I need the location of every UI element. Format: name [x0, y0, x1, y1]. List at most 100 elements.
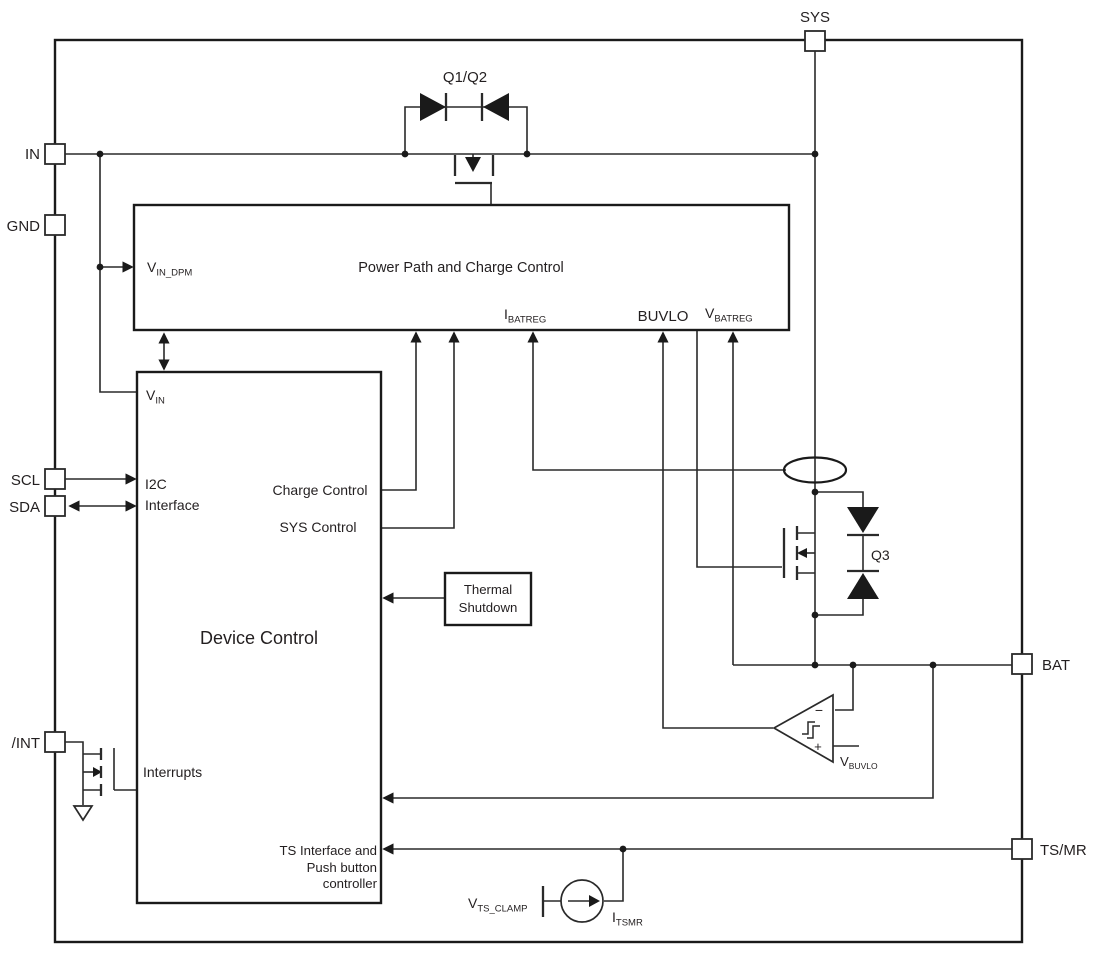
device-control-title: Device Control [200, 628, 318, 648]
comparator-hysteresis-icon [802, 721, 815, 735]
q3-diode-bottom-icon [847, 573, 879, 599]
wire-buvlo-comparator-output [657, 331, 773, 729]
thermal-shutdown-box [443, 571, 533, 627]
q3-body-arrow [797, 548, 807, 558]
junction-dot [849, 661, 857, 669]
pin-square-in [44, 143, 66, 165]
block-power-path: Power Path and Charge Control VIN_DPM IB… [132, 203, 791, 332]
block-device-control: Device Control VIN I2C Interface Charge … [135, 370, 383, 905]
wire-ibatreg-sense [527, 331, 786, 471]
junction-dot [811, 150, 819, 158]
pin-ts-mr: TS/MR [1011, 838, 1087, 860]
wire-sys-control [381, 331, 460, 529]
q2-diode-icon [483, 93, 509, 121]
junction-dot [523, 150, 531, 158]
comparator-minus-label: − [815, 702, 823, 718]
vbatreg-label: VBATREG [705, 305, 753, 325]
q1q2-label: Q1/Q2 [443, 69, 487, 86]
q1-diode-icon [420, 93, 446, 121]
vin-dpm-main: V [147, 259, 157, 275]
q3-mosfet-icon [782, 526, 815, 580]
wire-q1q2-loop [404, 106, 528, 154]
charge-control-label: Charge Control [273, 482, 368, 498]
junction-dot [96, 150, 104, 158]
int-body-arrow [93, 767, 102, 777]
q1q2-diode-pair [420, 93, 509, 121]
current-sense-loop-icon [782, 456, 848, 484]
int-mosfet-icon [72, 748, 136, 822]
vts-clamp-main: V [468, 895, 478, 911]
i2c-label-line1: I2C [145, 476, 167, 492]
comparator-hysteresis-icon2 [807, 725, 820, 739]
q3-label: Q3 [871, 547, 890, 563]
i2c-label-line2: Interface [145, 497, 200, 513]
vbuvlo-main: V [840, 754, 849, 769]
pin-label-sys: SYS [800, 9, 830, 26]
junction-dot [811, 488, 819, 496]
wire-current-source-branch [604, 849, 624, 902]
junction-dots [96, 150, 937, 853]
junction-dot [96, 263, 104, 271]
vin-main: V [146, 387, 156, 403]
q3-diode-pair [847, 507, 879, 599]
pin-square-scl [44, 468, 66, 490]
wire-q3-diode-bottom [815, 599, 864, 616]
pin-sda: SDA [9, 495, 66, 517]
interrupts-label: Interrupts [143, 764, 202, 780]
junction-dot [811, 661, 819, 669]
device-control-box [135, 370, 383, 905]
wire-vin-branch [99, 154, 136, 393]
ibatreg-label: IBATREG [504, 306, 546, 326]
wire-bat-status-feedback [382, 665, 934, 804]
thermal-shutdown-line2: Shutdown [459, 600, 518, 615]
wire-charge-control [381, 331, 422, 491]
pin-square-ts-mr [1011, 838, 1033, 860]
q3-diode-top-icon [847, 507, 879, 533]
vin-sub: IN [155, 396, 165, 407]
vin-label: VIN [146, 387, 165, 407]
pin-in: IN [25, 143, 66, 165]
vin-dpm-label: VIN_DPM [147, 259, 192, 279]
pin-square-gnd [44, 214, 66, 236]
wire-q3-gate [696, 330, 782, 568]
comparator-plus-label: + [814, 739, 822, 754]
current-source-arrow-icon [589, 895, 600, 907]
power-path-title: Power Path and Charge Control [358, 260, 564, 276]
ts-interface-label-line3: controller [323, 876, 378, 891]
pin-bat: BAT [1011, 653, 1070, 675]
ibatreg-main: I [504, 306, 508, 322]
thermal-shutdown-line1: Thermal [464, 582, 512, 597]
pin-label-sda: SDA [9, 499, 40, 516]
q1q2-body-arrow [465, 157, 481, 172]
pin-label-ts-mr: TS/MR [1040, 842, 1087, 859]
wire-int-rail [65, 741, 84, 805]
ground-symbol-icon [72, 805, 94, 822]
buvlo-label: BUVLO [638, 308, 689, 325]
pin-sys: SYS [800, 9, 830, 52]
ts-current-source [541, 879, 604, 923]
pin-int: /INT [12, 731, 66, 753]
pin-label-gnd: GND [7, 218, 41, 235]
vbatreg-main: V [705, 305, 715, 321]
junction-dot [929, 661, 937, 669]
ts-interface-label-line1: TS Interface and [280, 843, 378, 858]
itsmr-main: I [612, 909, 616, 925]
pin-label-int: /INT [12, 735, 40, 752]
ibatreg-sub: BATREG [508, 315, 546, 326]
junction-dot [811, 611, 819, 619]
vbuvlo-sub: BUVLO [849, 761, 878, 771]
block-thermal-shutdown: Thermal Shutdown [443, 571, 533, 627]
pin-scl: SCL [11, 468, 66, 490]
pin-square-sda [44, 495, 66, 517]
vts-clamp-sub: TS_CLAMP [477, 904, 527, 915]
q1q2-mosfet-icon [453, 154, 495, 185]
wire-q3-diode-top [815, 491, 864, 508]
vts-clamp-label: VTS_CLAMP [468, 895, 528, 915]
pin-square-sys [804, 30, 826, 52]
pin-label-in: IN [25, 146, 40, 163]
wire-comparator-minus-in [835, 665, 854, 711]
vbatreg-sub: BATREG [714, 314, 752, 325]
vbuvlo-label: VBUVLO [840, 754, 878, 771]
